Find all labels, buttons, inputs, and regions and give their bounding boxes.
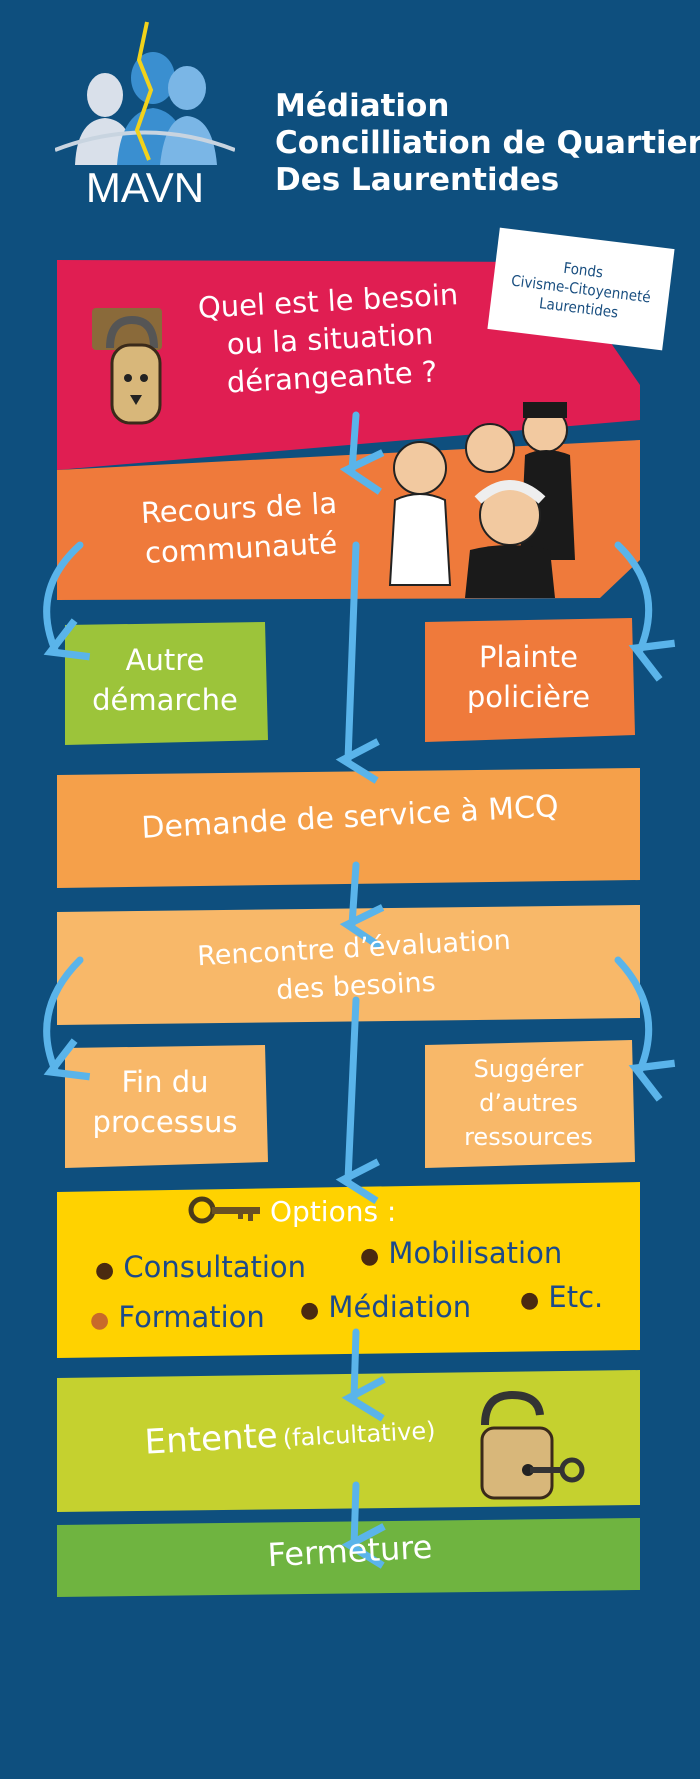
option-consultation: ● Consultation (95, 1250, 306, 1284)
plainte-line-2: policière (466, 680, 591, 714)
autre-line-1: Autre (125, 643, 205, 677)
keyhole-icon: ● (360, 1244, 380, 1269)
option-mediation-label: Médiation (328, 1290, 472, 1324)
suggerer-box (425, 1040, 635, 1168)
option-formation-label: Formation (118, 1300, 265, 1334)
autre-demarche-box (65, 622, 268, 745)
arrow-question-to-recours (339, 411, 385, 495)
arrow-recours-to-autre (43, 541, 91, 661)
fin-line-2: processus (92, 1105, 238, 1139)
arrow-recours-to-demande (335, 541, 380, 784)
autre-demarche-text: Autre démarche (65, 640, 265, 720)
rencontre-box (57, 905, 640, 1025)
fin-processus-box (65, 1045, 268, 1168)
arrow-options-to-entente (341, 1328, 386, 1422)
plainte-policiere-box (425, 618, 635, 742)
suggerer-line-3: ressources (464, 1123, 593, 1151)
arrow-rencontre-to-options (335, 996, 380, 1204)
org-title-line-2: Concilliation de Quartier (275, 125, 700, 161)
key-icon (188, 1196, 260, 1224)
arrow-entente-to-fermeture (341, 1481, 386, 1569)
logo-text: MAVN (86, 164, 204, 210)
suggerer-text: Suggérer d’autres ressources (425, 1052, 632, 1154)
arrow-recours-to-plainte (614, 541, 676, 682)
community-people-icon (388, 402, 575, 598)
fonds-badge: Fonds Civisme-Citoyenneté Laurentides (487, 227, 675, 351)
recours-text: Recours de la communauté (108, 481, 372, 574)
arrow-demande-to-rencontre (339, 861, 385, 950)
option-mobilisation-label: Mobilisation (388, 1236, 563, 1270)
option-consultation-label: Consultation (123, 1250, 307, 1284)
keyhole-icon: ● (520, 1288, 540, 1313)
demande-box (57, 768, 640, 888)
org-title: Médiation Concilliation de Quartier Des … (275, 88, 700, 199)
keyhole-icon: ● (300, 1298, 320, 1323)
option-mobilisation: ● Mobilisation (360, 1236, 562, 1270)
option-mediation: ● Médiation (300, 1290, 471, 1324)
suggerer-line-2: d’autres (479, 1089, 578, 1117)
plainte-line-1: Plainte (479, 640, 578, 674)
option-formation: ● Formation (90, 1300, 265, 1334)
keyhole-icon: ● (90, 1308, 110, 1333)
option-etc: ● Etc. (520, 1280, 603, 1314)
arrow-rencontre-to-fin (43, 956, 91, 1081)
entente-main: Entente (143, 1415, 279, 1463)
options-title: Options : (270, 1195, 397, 1228)
org-title-line-3: Des Laurentides (275, 162, 560, 198)
options-box (57, 1182, 640, 1358)
padlock-locked-icon (92, 308, 162, 425)
fin-processus-text: Fin du processus (65, 1062, 265, 1142)
org-title-line-1: Médiation (275, 88, 450, 124)
entente-note: (falcultative) (282, 1416, 437, 1453)
suggerer-line-1: Suggérer (473, 1055, 584, 1083)
padlock-open-icon (480, 1390, 585, 1500)
plainte-policiere-text: Plainte policière (425, 637, 632, 717)
option-etc-label: Etc. (548, 1280, 604, 1314)
autre-line-2: démarche (92, 683, 238, 717)
fin-line-1: Fin du (121, 1065, 209, 1099)
keyhole-icon: ● (95, 1258, 115, 1283)
arrow-rencontre-to-suggerer (614, 956, 676, 1102)
logo-figures-icon: MAVN (54, 21, 236, 211)
question-text: Quel est le besoin ou la situation déran… (182, 274, 478, 403)
mavn-logo: MAVN (54, 20, 236, 211)
